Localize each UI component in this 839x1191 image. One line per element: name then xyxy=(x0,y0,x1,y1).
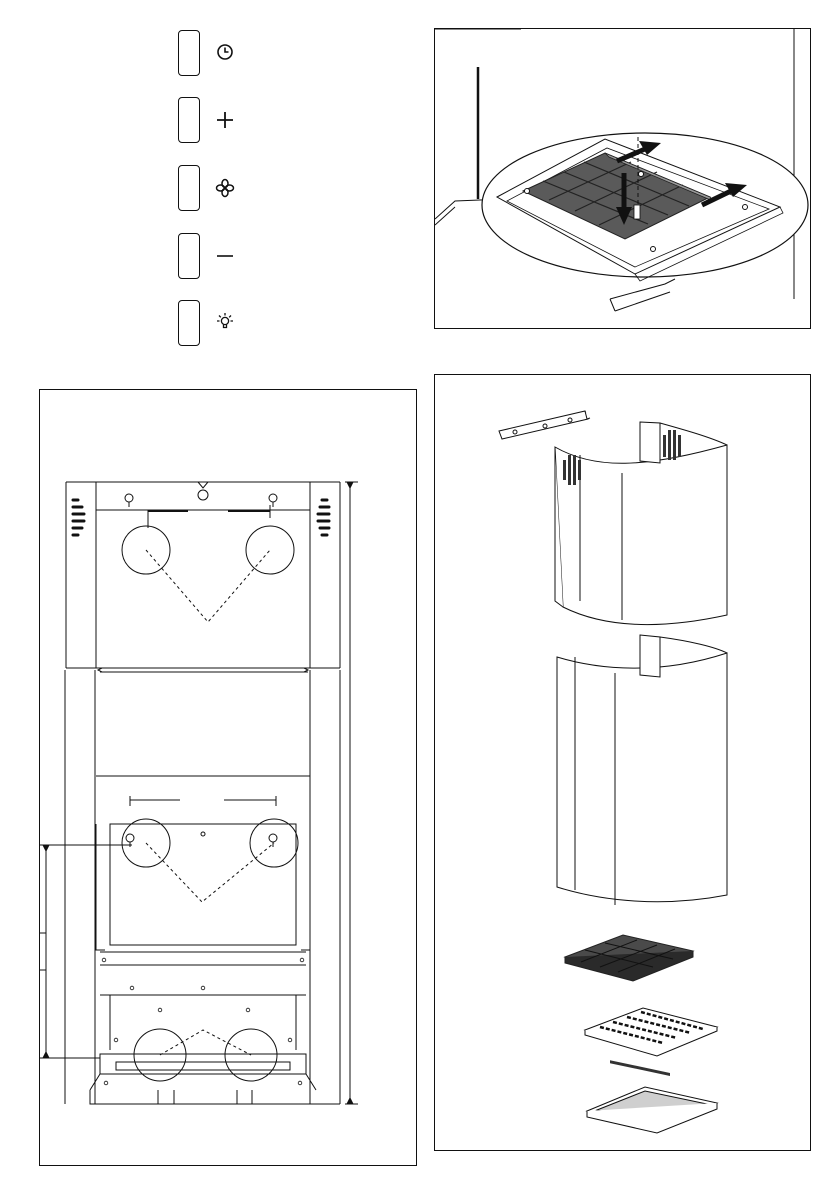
filter-install-panel xyxy=(434,28,811,329)
mounting-template-icon xyxy=(40,390,418,1167)
grid-filter-icon xyxy=(585,1008,717,1076)
light-button[interactable] xyxy=(178,300,200,346)
mounting-template-panel xyxy=(39,389,417,1166)
minus-button[interactable] xyxy=(178,233,200,279)
clock-icon xyxy=(214,41,236,63)
fan-button[interactable] xyxy=(178,165,200,211)
parts-list-drawing xyxy=(435,375,812,1152)
minus-icon xyxy=(214,245,236,267)
plus-button[interactable] xyxy=(178,97,200,143)
upper-chimney-icon xyxy=(555,422,727,625)
light-bulb-icon xyxy=(214,311,236,333)
parts-list-panel xyxy=(434,374,811,1151)
filter-arrow-icon xyxy=(435,29,812,330)
plus-icon xyxy=(214,109,236,131)
fan-icon xyxy=(214,177,236,199)
lower-chimney-icon xyxy=(557,635,727,905)
bracket-icon xyxy=(499,411,590,439)
timer-button[interactable] xyxy=(178,30,200,76)
charcoal-filter-icon xyxy=(565,935,693,981)
mesh-filter-icon xyxy=(587,1087,717,1133)
